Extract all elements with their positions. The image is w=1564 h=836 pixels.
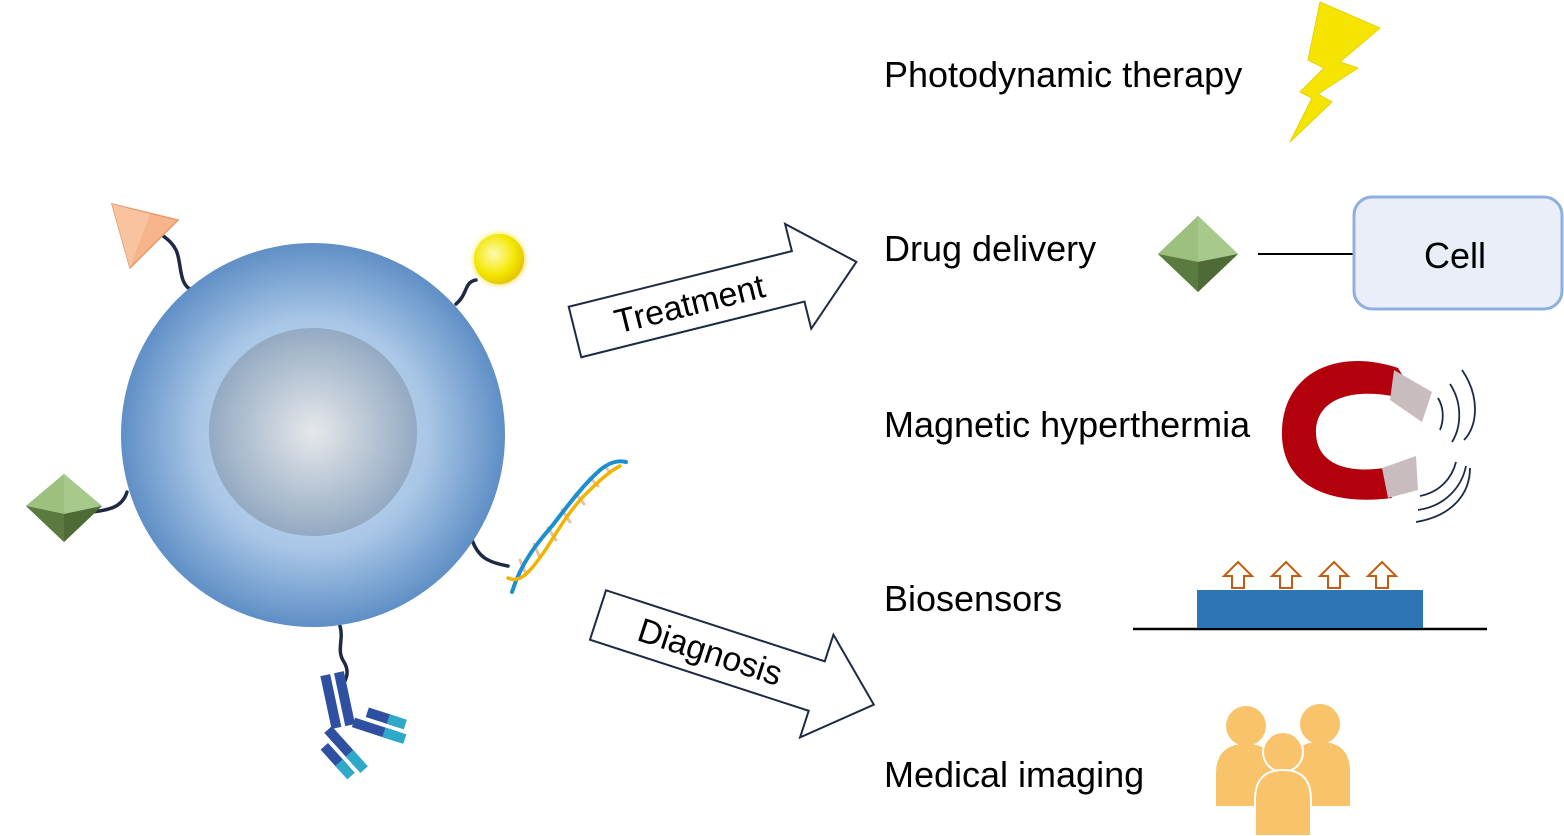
application-biosensors: Biosensors xyxy=(884,578,1062,619)
sensor-chip-icon xyxy=(1133,560,1487,631)
application-medical-imaging: Medical imaging xyxy=(884,754,1144,795)
application-photodynamic-therapy: Photodynamic therapy xyxy=(884,54,1242,95)
cell-box: Cell xyxy=(1352,195,1564,311)
horseshoe-magnet-icon xyxy=(1281,361,1476,523)
treatment-arrow: Treatment xyxy=(567,222,858,359)
octahedron-icon xyxy=(26,474,102,542)
application-drug-delivery: Drug delivery xyxy=(884,228,1096,269)
dna-helix-icon xyxy=(506,459,628,594)
diagnosis-arrow: Diagnosis xyxy=(588,589,876,740)
cell-label: Cell xyxy=(1424,235,1486,276)
cone-icon xyxy=(110,202,180,270)
magnet-field-lines xyxy=(1415,369,1476,523)
application-magnetic-hyperthermia: Magnetic hyperthermia xyxy=(884,404,1251,445)
people-group-icon xyxy=(1216,704,1350,836)
lightning-bolt-icon xyxy=(1289,1,1381,143)
nanoparticle xyxy=(26,202,628,780)
light-bulb-icon xyxy=(474,234,524,284)
particle-core xyxy=(209,328,417,536)
antibody-icon xyxy=(320,671,407,780)
drug-octahedron-icon xyxy=(1158,216,1238,292)
